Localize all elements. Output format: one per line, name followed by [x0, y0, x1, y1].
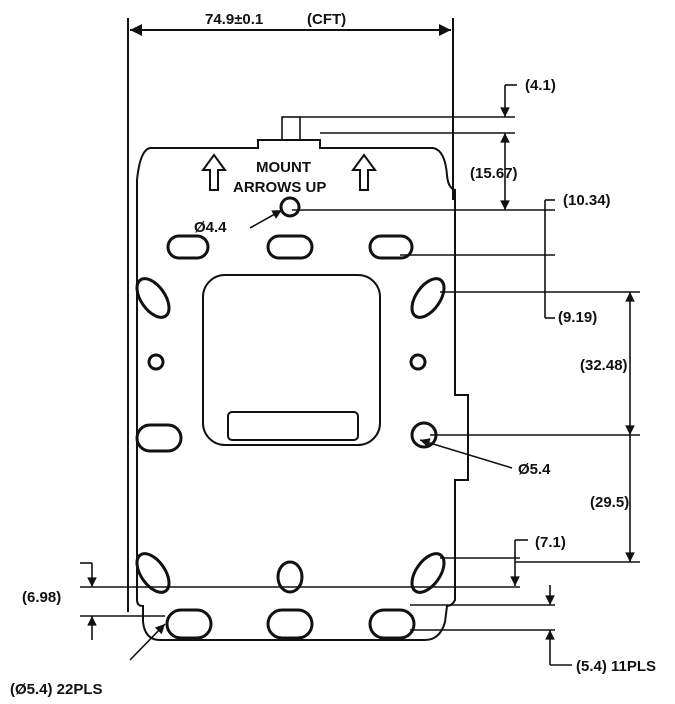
- width-dimension: [127, 18, 454, 612]
- mount-label-2: ARROWS UP: [233, 179, 326, 196]
- holes: [135, 196, 446, 640]
- dim-6-98: (6.98): [22, 589, 61, 606]
- dim-10-34: (10.34): [563, 192, 611, 209]
- dim-4-1: (4.1): [525, 77, 556, 94]
- dim-7-1: (7.1): [535, 534, 566, 551]
- side-hole-label: Ø5.4: [518, 461, 551, 478]
- dim-29-5: (29.5): [590, 494, 629, 511]
- width-dimension-label: 74.9±0.1: [205, 11, 263, 28]
- dim-32-48: (32.48): [580, 357, 628, 374]
- width-note-label: (CFT): [307, 11, 346, 28]
- mount-label: MOUNT: [256, 159, 311, 176]
- center-window: [202, 274, 381, 446]
- dim-15-67: (15.67): [470, 165, 518, 182]
- right-dimensions: [80, 84, 640, 666]
- slot-diameter-label: (Ø5.4) 22PLS: [10, 681, 103, 698]
- up-arrow-icon: [201, 153, 227, 191]
- center-slot: [227, 411, 359, 441]
- plate-outline: [136, 139, 469, 641]
- up-arrow-icon: [351, 153, 377, 191]
- top-hole-label: Ø4.4: [194, 219, 227, 236]
- dim-9-19: (9.19): [558, 309, 597, 326]
- top-post: [281, 116, 301, 141]
- slot-width-label: (5.4) 11PLS: [576, 658, 656, 675]
